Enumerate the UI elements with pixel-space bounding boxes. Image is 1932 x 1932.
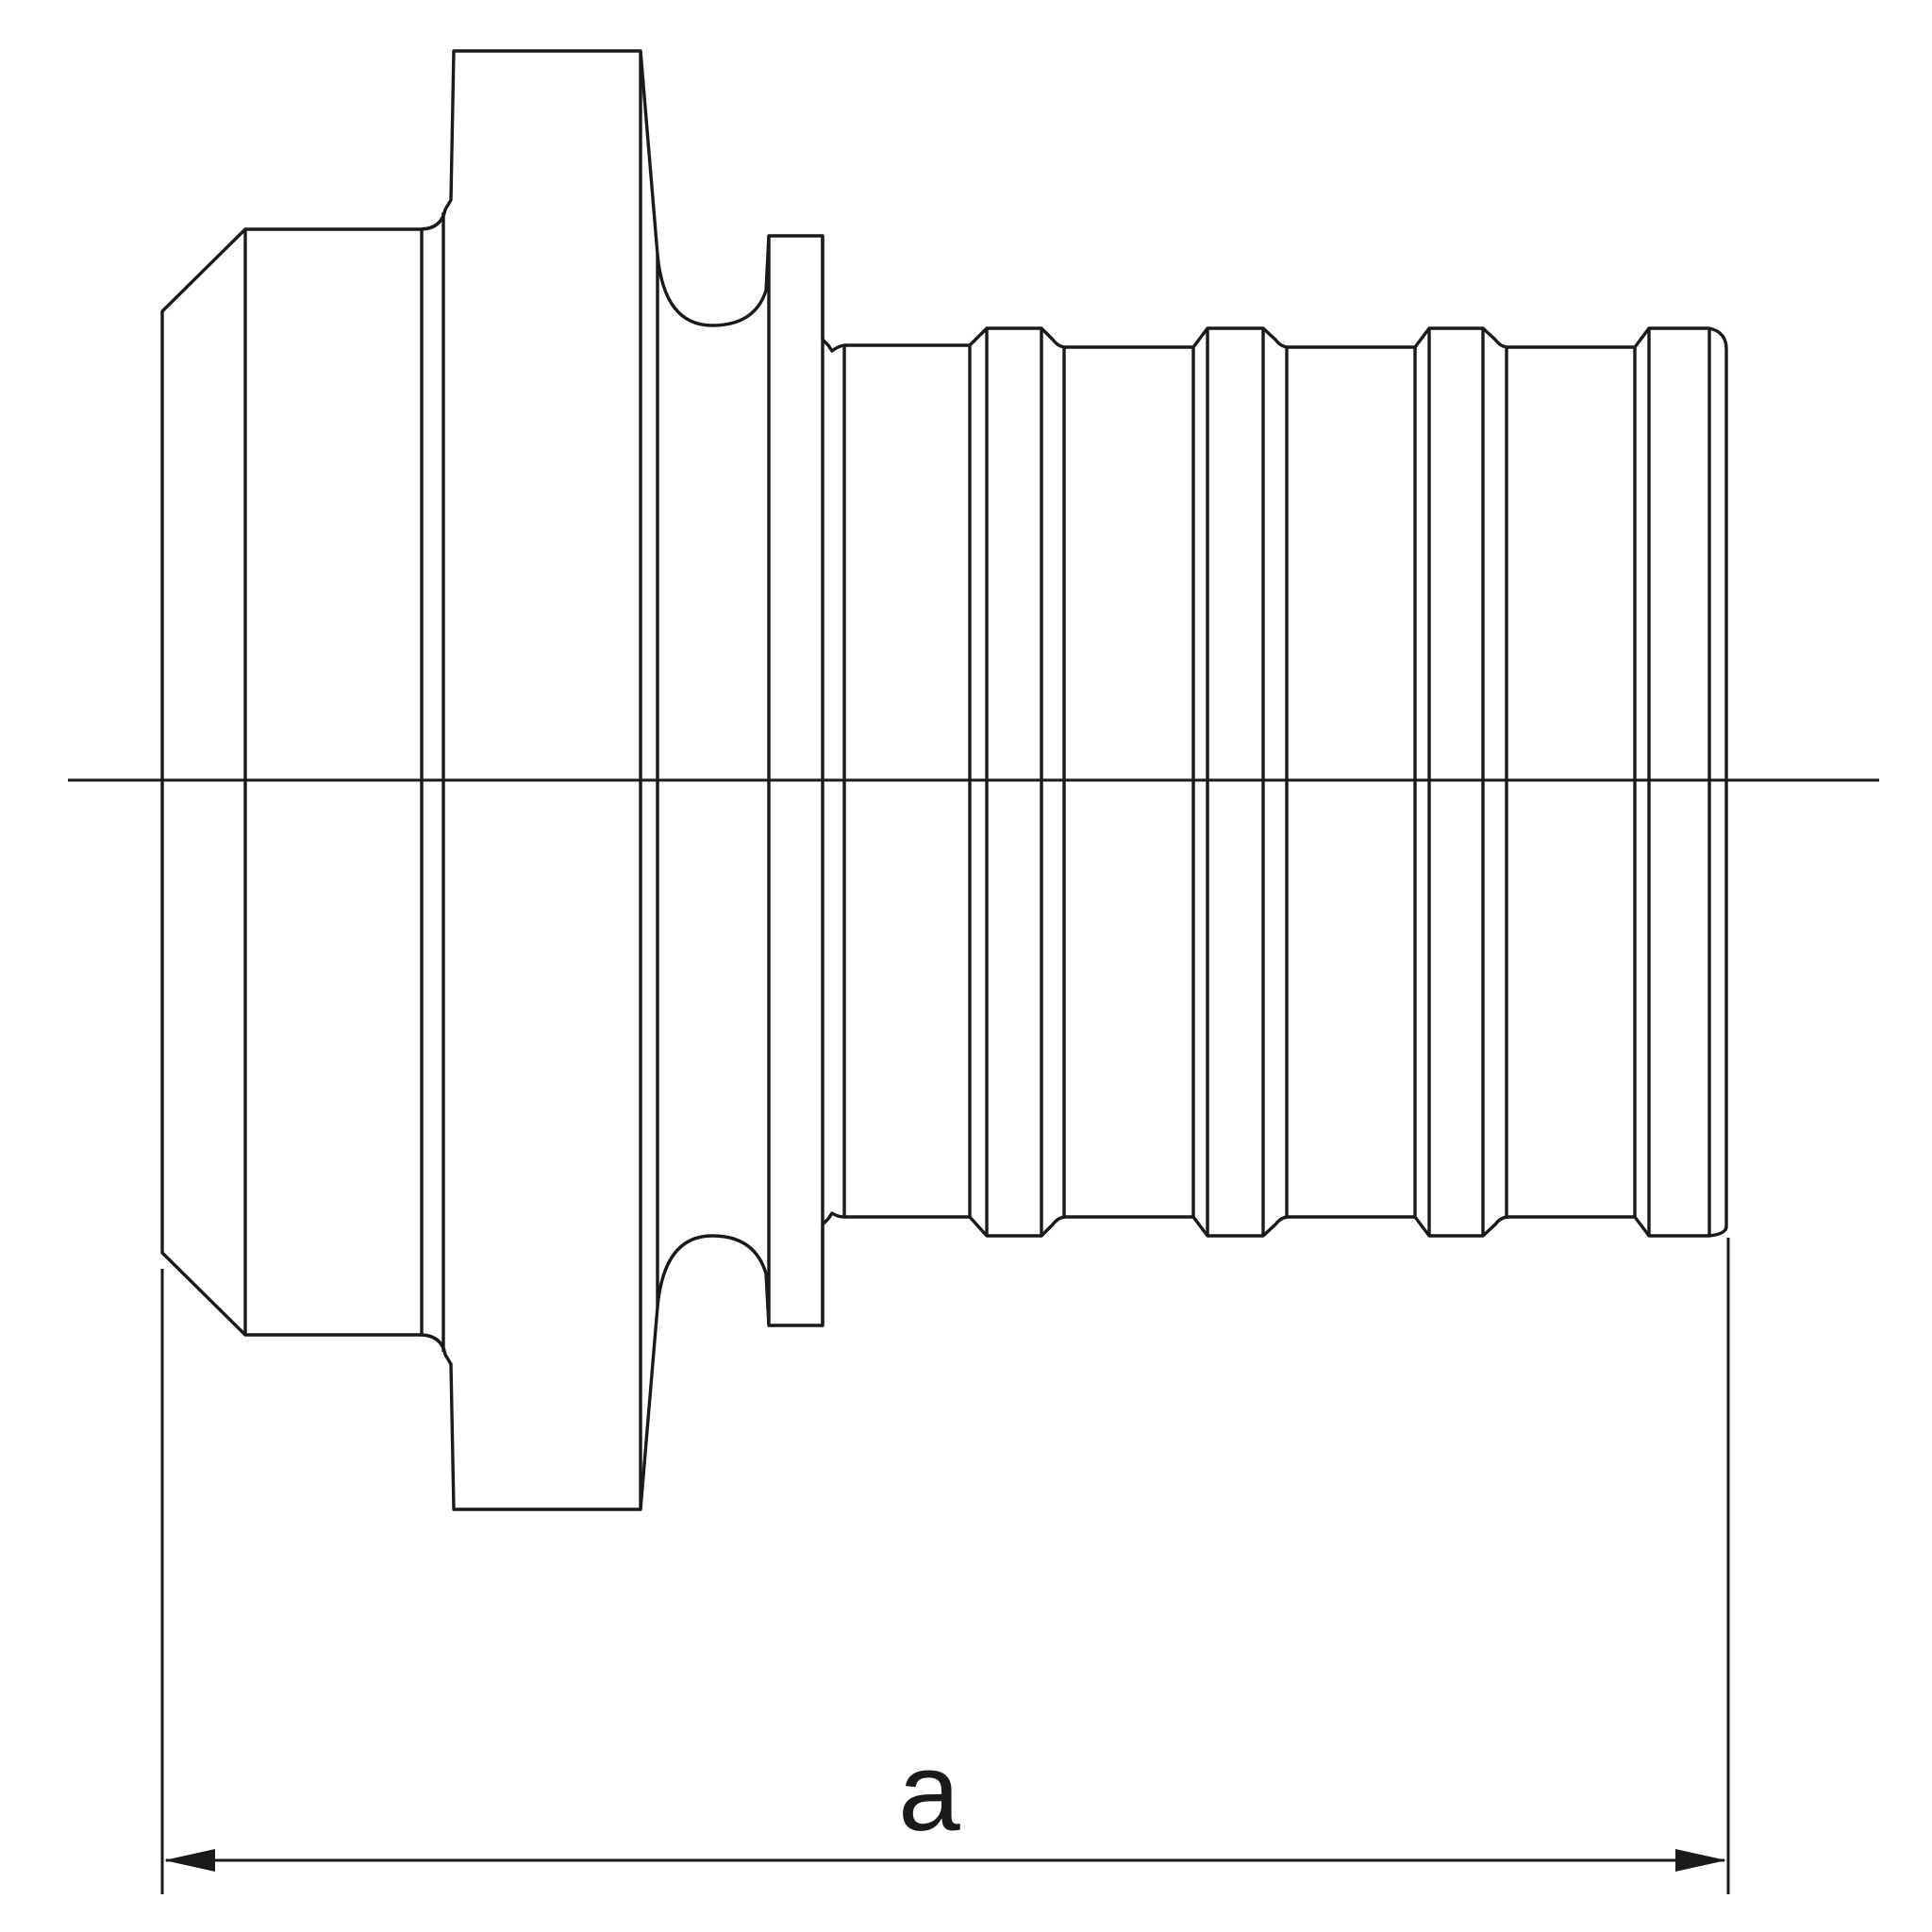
fitting-outline bbox=[160, 49, 1728, 1511]
arrowhead-left bbox=[164, 1849, 215, 1872]
arrowhead-right bbox=[1675, 1849, 1726, 1872]
dimension-a: a bbox=[160, 1238, 1730, 1894]
dimension-label: a bbox=[898, 1730, 960, 1855]
section-lines bbox=[243, 51, 1711, 1509]
